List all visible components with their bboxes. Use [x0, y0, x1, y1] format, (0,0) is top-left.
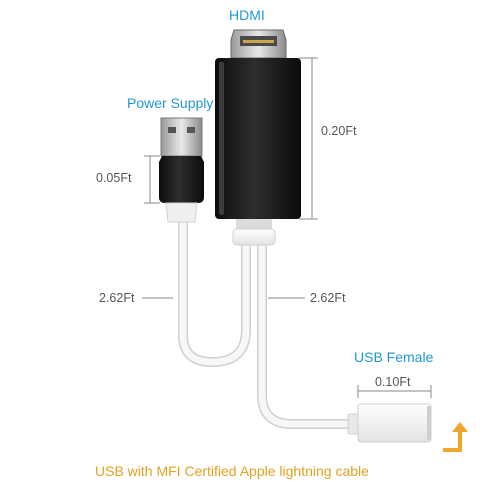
- corner-arrow-icon: [443, 422, 468, 452]
- cable-splitter: [232, 219, 276, 246]
- left-cable-length-label: 2.62Ft: [99, 291, 135, 305]
- power-supply-label: Power Supply: [127, 95, 214, 111]
- usb-female-label: USB Female: [354, 349, 434, 365]
- lightning-cable: [257, 235, 357, 429]
- hdmi-connector: [215, 29, 301, 219]
- caption: USB with MFI Certified Apple lightning c…: [95, 463, 369, 479]
- usb-female-length-label: 0.10Ft: [375, 375, 411, 389]
- usb-power-plug: [159, 117, 204, 223]
- usb-plug-length-label: 0.05Ft: [96, 171, 132, 185]
- dimension-lines: [142, 57, 432, 398]
- cables: [178, 215, 357, 429]
- usb-female-connector: [347, 403, 432, 443]
- hdmi-length-label: 0.20Ft: [321, 124, 357, 138]
- hdmi-label: HDMI: [229, 7, 265, 23]
- right-cable-length-label: 2.62Ft: [310, 291, 346, 305]
